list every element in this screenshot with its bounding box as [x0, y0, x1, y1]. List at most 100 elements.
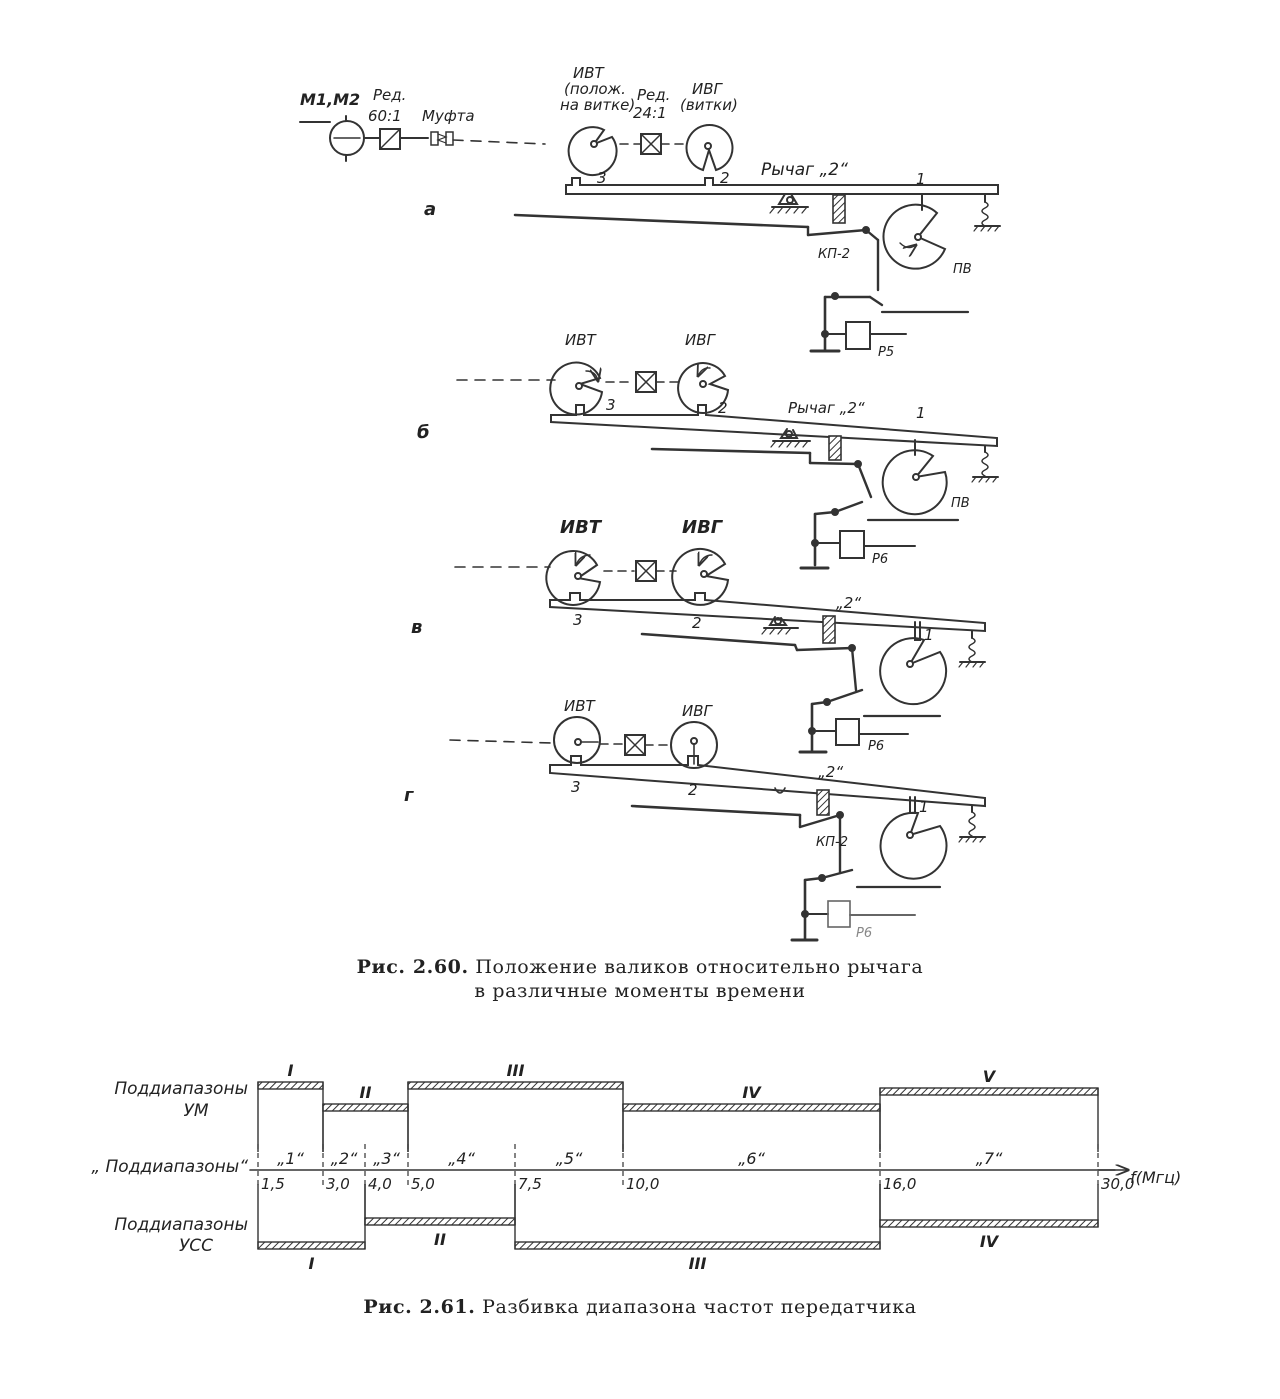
panel-v [454, 547, 986, 754]
tick-label: 3,0 [326, 1175, 350, 1193]
pusher-icon [828, 435, 842, 461]
uss-row-label-1: Поддиапазоны [114, 1215, 248, 1235]
relay-coil-icon [835, 718, 860, 746]
panel-a [299, 115, 1001, 353]
num-3: 3 [573, 611, 583, 629]
pv-cam-icon [881, 439, 948, 516]
reducer1-label: Ред. [373, 86, 406, 104]
num-1: 1 [924, 626, 934, 644]
um-subrange-label: III [507, 1061, 525, 1080]
lever-2 [565, 177, 999, 195]
num-2: 2 [718, 399, 728, 417]
num-2: 2 [692, 614, 702, 632]
ivg-cam-icon [677, 362, 730, 415]
tick-label: 1,5 [261, 1175, 285, 1193]
um-subrange-bar [879, 1087, 1099, 1096]
fig60-caption: Рис. 2.60. Положение валиков относительн… [0, 955, 1280, 1003]
um-subrange-label: V [983, 1067, 997, 1086]
reducer2-label: Ред. [637, 86, 670, 104]
ivg-label: ИВГ [682, 702, 714, 720]
relay-label: Р6 [872, 552, 888, 567]
spring-icon [971, 445, 999, 483]
fig61-caption: Рис. 2.61. Разбивка диапазона частот пер… [0, 1295, 1280, 1319]
quoted-subrange-label: „3“ [373, 1149, 400, 1168]
ivt-cam-icon [549, 361, 604, 416]
um-subrange-bar [622, 1103, 881, 1112]
ivt-cam-icon [553, 716, 601, 764]
fig60-caption-line1: Положение валиков относительно рычага [475, 956, 924, 978]
pv-cam-icon [882, 193, 947, 270]
ivt-label: ИВТ [560, 517, 603, 538]
uss-subrange-label: I [309, 1254, 315, 1273]
uss-subrange-bar [257, 1241, 366, 1250]
ivt-cam-icon [545, 549, 602, 606]
uss-subrange-label: II [434, 1230, 446, 1249]
reducer2-ratio: 24:1 [633, 104, 667, 122]
pusher-icon [832, 194, 846, 224]
ivt-label: ИВТ [564, 697, 597, 715]
lever-2 [550, 404, 998, 448]
pivot-icon [761, 616, 799, 635]
lever-2 [549, 592, 986, 633]
uss-subrange-bar [514, 1241, 881, 1250]
num-1: 1 [916, 404, 926, 422]
coupling-icon [430, 131, 454, 146]
tick-label: 10,0 [626, 1175, 659, 1193]
pv-label: ПВ [953, 262, 972, 277]
quoted-subrange-label: „1“ [277, 1149, 304, 1168]
pivot-icon [769, 193, 809, 214]
num-2: 2 [720, 169, 730, 187]
fig60-caption-line2: в различные моменты времени [474, 980, 806, 1002]
num-3: 3 [571, 778, 581, 796]
panel-letter: а [424, 199, 436, 220]
uss-subrange-bar [364, 1217, 516, 1226]
um-row-label-1: Поддиапазоны [114, 1079, 248, 1099]
quoted-subrange-label: „7“ [976, 1149, 1003, 1168]
ivt-sub1: (полож. [564, 80, 626, 98]
tick-label: 7,5 [518, 1175, 542, 1193]
ivt-label: ИВТ [565, 331, 598, 349]
spring-icon [958, 630, 986, 668]
ivg-sub: (витки) [680, 96, 738, 114]
spring-icon [958, 805, 986, 843]
tick-label: 4,0 [368, 1175, 392, 1193]
uss-row-label-2: УСС [179, 1236, 213, 1256]
quoted-subrange-label: „5“ [556, 1149, 583, 1168]
pusher-icon [816, 789, 830, 816]
panel-letter: г [404, 785, 414, 806]
panel-letter: б [417, 422, 430, 443]
pv-label: ПВ [951, 496, 970, 511]
tick-label: 5,0 [411, 1175, 435, 1193]
fig61-caption-text: Разбивка диапазона частот передатчика [482, 1296, 917, 1318]
panel-g [449, 716, 986, 942]
lever-label: „2“ [818, 763, 843, 781]
quoted-subrange-label: „2“ [331, 1149, 358, 1168]
um-subrange-bar [407, 1081, 624, 1090]
uss-subrange-label: III [689, 1254, 707, 1273]
ivt-cam-icon [567, 126, 618, 177]
um-subrange-label: I [288, 1061, 294, 1080]
num-1: 1 [916, 170, 926, 188]
axis-unit: f(Мгц) [1130, 1168, 1181, 1187]
cam-1-icon [879, 621, 948, 706]
um-subrange-bar [257, 1081, 324, 1090]
panel-letter: в [411, 617, 422, 638]
num-1: 1 [919, 798, 929, 816]
ivg-cam-icon [670, 721, 718, 769]
switch-label: КП-2 [816, 835, 848, 850]
num-3: 3 [597, 169, 607, 187]
num-3: 3 [606, 396, 616, 414]
uss-subrange-label: IV [980, 1232, 1000, 1251]
ivg-label: ИВГ [682, 517, 724, 538]
um-row-label-2: УМ [183, 1101, 208, 1121]
relay-label: Р6 [868, 739, 884, 754]
ivt-sub2: на витке) [560, 96, 635, 114]
relay-coil-icon [845, 321, 871, 350]
relay-coil-icon [839, 530, 865, 559]
relay-label: Р6 [856, 926, 872, 941]
tick-label: 30,0 [1101, 1175, 1134, 1193]
fig61-caption-number: Рис. 2.61. [363, 1296, 476, 1318]
